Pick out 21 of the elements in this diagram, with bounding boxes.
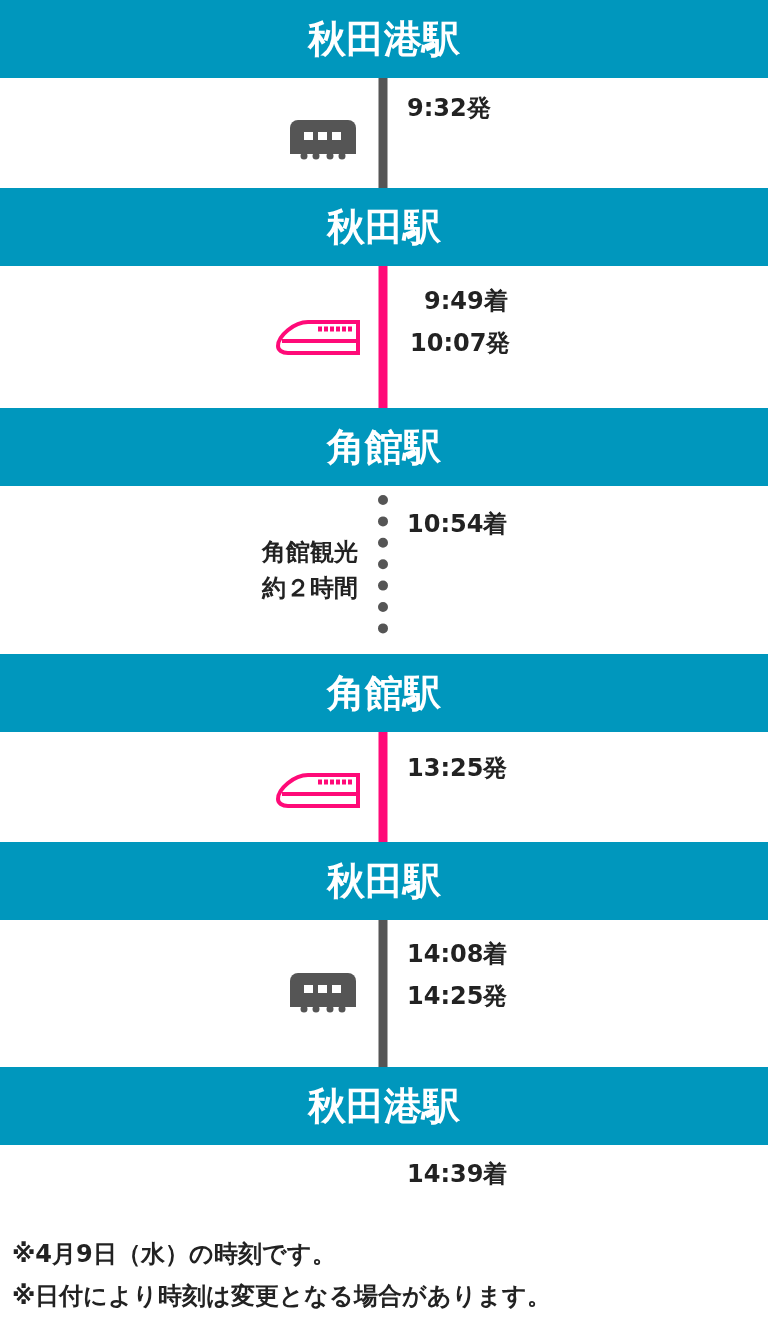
station-band: 角館駅 bbox=[0, 654, 768, 732]
time-text: 13:25発 bbox=[407, 753, 508, 784]
time-text: 14:08着 bbox=[407, 939, 508, 970]
note-text: ※日付により時刻は変更となる場合があります。 bbox=[12, 1281, 552, 1312]
route-line bbox=[378, 732, 388, 842]
route-line bbox=[378, 266, 388, 408]
route-line bbox=[378, 920, 388, 1067]
time-text: 9:32発 bbox=[407, 93, 491, 124]
route-line bbox=[378, 78, 388, 188]
station-band: 秋田駅 bbox=[0, 188, 768, 266]
station-band: 秋田駅 bbox=[0, 842, 768, 920]
time-text: 10:07発 bbox=[410, 328, 511, 359]
edge-label: 角館観光約２時間 bbox=[260, 537, 358, 604]
time-text: 14:25発 bbox=[407, 981, 508, 1012]
station-band: 角館駅 bbox=[0, 408, 768, 486]
station-band: 秋田港駅 bbox=[0, 1067, 768, 1145]
station-band: 秋田港駅 bbox=[0, 0, 768, 78]
note-text: ※4月9日（水）の時刻です。 bbox=[12, 1239, 336, 1270]
time-text: 14:39着 bbox=[407, 1159, 508, 1190]
time-text: 9:49着 bbox=[424, 286, 508, 317]
time-text: 10:54着 bbox=[407, 509, 508, 540]
